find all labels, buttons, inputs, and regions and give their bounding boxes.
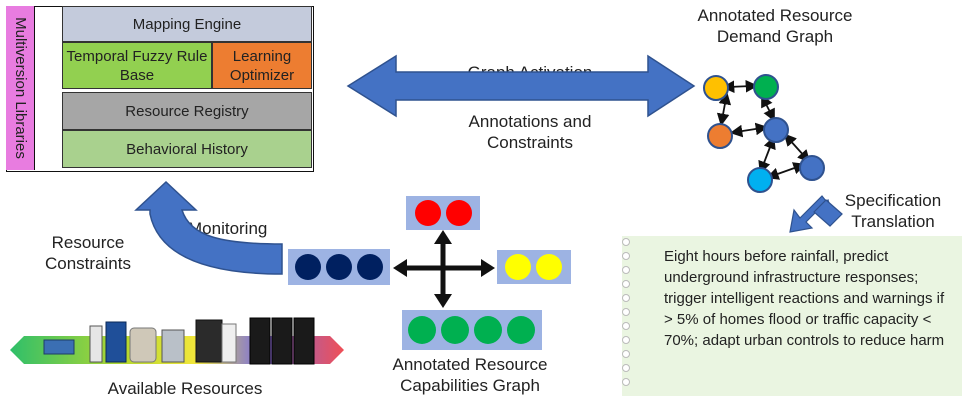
learning-optimizer-block: Learning Optimizer bbox=[212, 42, 312, 89]
demand-node-orange bbox=[707, 123, 733, 149]
token-navy bbox=[357, 254, 383, 280]
requirement-text: Eight hours before rainfall, predict und… bbox=[664, 248, 945, 349]
demand-edge bbox=[758, 136, 776, 174]
token-red bbox=[446, 200, 472, 226]
resource-constraints-label: Resource Constraints bbox=[45, 233, 131, 273]
token-green bbox=[507, 316, 535, 344]
token-green bbox=[441, 316, 469, 344]
hardware-strip-icon bbox=[10, 317, 344, 365]
demand-node-cyan bbox=[747, 167, 773, 193]
demand-edge bbox=[729, 122, 769, 138]
spiral-ring bbox=[622, 238, 630, 246]
spiral-ring bbox=[622, 308, 630, 316]
token-yellow bbox=[505, 254, 531, 280]
resource-registry-label: Resource Registry bbox=[125, 102, 249, 120]
requirement-note bbox=[622, 236, 962, 396]
capabilities-graph-title: Annotated Resource Capabilities Graph bbox=[392, 355, 548, 395]
specification-translation-arrow bbox=[789, 195, 831, 233]
spiral-ring bbox=[622, 364, 630, 372]
token-green bbox=[408, 316, 436, 344]
demand-node-yellow bbox=[703, 75, 729, 101]
demand-graph-title: Annotated Resource Demand Graph bbox=[697, 6, 853, 46]
demand-node-blue bbox=[763, 117, 789, 143]
demand-node-green bbox=[753, 74, 779, 100]
spiral-ring bbox=[622, 280, 630, 288]
capability-box-navy bbox=[288, 249, 390, 285]
spiral-ring bbox=[622, 266, 630, 274]
available-resources-label: Available Resources bbox=[107, 379, 263, 398]
token-yellow bbox=[536, 254, 562, 280]
behavioral-history-label: Behavioral History bbox=[126, 140, 248, 158]
mapping-engine-block: Mapping Engine bbox=[62, 6, 312, 42]
spiral-ring bbox=[622, 322, 630, 330]
multiversion-libraries-label: Multiversion Libraries bbox=[12, 17, 29, 159]
temporal-fuzzy-rule-base-block: Temporal Fuzzy Rule Base bbox=[62, 42, 212, 89]
token-navy bbox=[326, 254, 352, 280]
demand-edge bbox=[721, 79, 759, 94]
spiral-ring bbox=[622, 350, 630, 358]
capability-box-green bbox=[402, 310, 542, 350]
spiral-ring bbox=[622, 378, 630, 386]
spiral-ring bbox=[622, 252, 630, 260]
multiversion-libraries-block: Multiversion Libraries bbox=[6, 6, 35, 170]
specification-translation-label: Specification Translation bbox=[844, 191, 942, 231]
learning-optimizer-label: Learning Optimizer bbox=[229, 47, 295, 84]
graph-activation-label: Graph Activation bbox=[467, 63, 593, 82]
behavioral-history-block: Behavioral History bbox=[62, 130, 312, 168]
monitoring-label: Monitoring bbox=[188, 219, 268, 238]
token-green bbox=[474, 316, 502, 344]
four-way-arrow-icon bbox=[393, 230, 495, 308]
demand-edge bbox=[766, 162, 806, 180]
token-navy bbox=[295, 254, 321, 280]
demand-edge bbox=[783, 133, 811, 163]
token-red bbox=[415, 200, 441, 226]
demand-edge bbox=[761, 94, 775, 122]
capability-box-yellow bbox=[497, 250, 571, 284]
capability-box-red bbox=[406, 196, 480, 230]
demand-edge bbox=[716, 91, 732, 127]
annotations-constraints-label: Annotations and Constraints bbox=[468, 112, 592, 152]
spiral-ring bbox=[622, 294, 630, 302]
demand-node-blue bbox=[799, 155, 825, 181]
resource-registry-block: Resource Registry bbox=[62, 92, 312, 130]
temporal-fuzzy-rule-base-label: Temporal Fuzzy Rule Base bbox=[66, 47, 208, 84]
mapping-engine-label: Mapping Engine bbox=[132, 15, 242, 33]
spiral-ring bbox=[622, 336, 630, 344]
